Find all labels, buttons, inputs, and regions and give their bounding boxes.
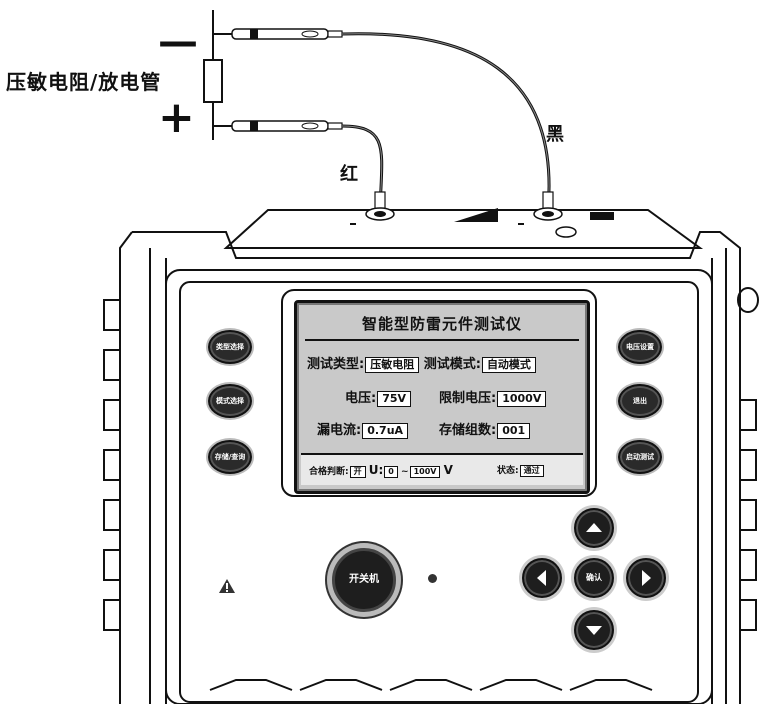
- lcd-divider: [305, 339, 579, 341]
- component-label: 压敏电阻/放电管: [6, 70, 162, 94]
- u-min-value: 0: [384, 466, 398, 478]
- arrow-down-icon: [586, 626, 602, 635]
- pass-judge-label: 合格判断:: [309, 467, 349, 477]
- minus-sign: —: [158, 19, 198, 65]
- status-label: 状态:: [497, 466, 519, 476]
- confirm-button[interactable]: 确认: [574, 558, 614, 598]
- test-mode-label: 测试模式:: [423, 357, 481, 372]
- leakage-value: 0.7uA: [362, 423, 409, 439]
- limit-voltage-value: 1000V: [497, 391, 547, 407]
- lcd-title: 智能型防雷元件测试仪: [361, 315, 522, 333]
- device-top-panel: [223, 207, 704, 249]
- leakage-field: 漏电流:0.7uA: [317, 419, 409, 439]
- exit-button[interactable]: 退出: [618, 384, 662, 418]
- plus-sign: +: [158, 92, 195, 143]
- status-row: 状态:通过: [497, 463, 544, 477]
- voltage-set-button[interactable]: 电压设置: [618, 330, 662, 364]
- test-mode-value: 自动模式: [481, 357, 536, 373]
- pass-judge-value: 开: [349, 466, 366, 478]
- storage-group-label: 存储组数:: [439, 423, 497, 438]
- voltage-value: 75V: [377, 391, 412, 407]
- voltage-field: 电压:75V: [345, 387, 412, 407]
- mode-select-button[interactable]: 模式选择: [208, 384, 252, 418]
- voltage-label: 电压:: [345, 391, 377, 406]
- test-type-value: 压敏电阻: [365, 357, 420, 373]
- pass-judge-row: 合格判断:开 U:0 ~100V V: [309, 463, 453, 478]
- u-max-value: 100V: [409, 466, 441, 478]
- warning-icon: [219, 579, 235, 593]
- limit-voltage-field: 限制电压:1000V: [439, 387, 547, 407]
- power-indicator-led: [428, 574, 437, 583]
- lcd-screen: 智能型防雷元件测试仪 测试类型:压敏电阻 测试模式:自动模式 电压:75V 限制…: [294, 300, 590, 494]
- leakage-label: 漏电流:: [317, 423, 362, 438]
- limit-voltage-label: 限制电压:: [439, 391, 497, 406]
- test-type-row: 测试类型:压敏电阻 测试模式:自动模式: [307, 353, 536, 373]
- type-select-button[interactable]: 类型选择: [208, 330, 252, 364]
- arrow-up-icon: [586, 523, 602, 532]
- u-label: U:: [368, 463, 384, 477]
- test-type-label: 测试类型:: [307, 357, 365, 372]
- start-test-button[interactable]: 启动测试: [618, 440, 662, 474]
- black-probe: [213, 28, 554, 213]
- nav-left-button[interactable]: [522, 558, 562, 598]
- storage-group-value: 001: [497, 423, 531, 439]
- nav-right-button[interactable]: [626, 558, 666, 598]
- component-body: [203, 59, 223, 103]
- black-lead-label: 黑: [546, 124, 564, 145]
- red-lead-label: 红: [340, 164, 358, 185]
- nav-down-button[interactable]: [574, 610, 614, 650]
- storage-group-field: 存储组数:001: [439, 419, 531, 439]
- u-range-separator: ~: [401, 467, 409, 477]
- arrow-right-icon: [642, 570, 651, 586]
- nav-up-button[interactable]: [574, 508, 614, 548]
- store-query-button[interactable]: 存储/查询: [208, 440, 252, 474]
- red-probe: [213, 120, 386, 213]
- status-value: 通过: [519, 465, 544, 477]
- power-button[interactable]: 开关机: [332, 548, 396, 612]
- u-unit: V: [443, 463, 453, 477]
- arrow-left-icon: [537, 570, 546, 586]
- device-housing: [103, 231, 759, 704]
